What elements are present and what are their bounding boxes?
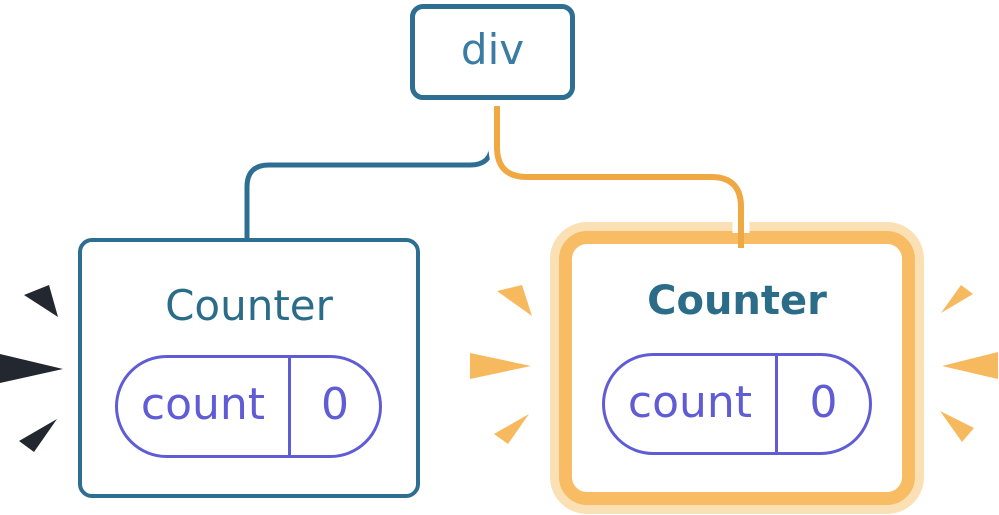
state-key-label: count bbox=[140, 379, 266, 430]
spark-icon bbox=[0, 354, 63, 383]
spark-icon bbox=[24, 285, 58, 317]
edge-root-to-right-counter-casing bbox=[488, 106, 750, 233]
spark-burst-right-counter-right bbox=[940, 285, 998, 442]
spark-icon bbox=[470, 353, 531, 379]
state-value-label: 0 bbox=[321, 379, 349, 430]
root-node-div: div bbox=[410, 4, 575, 100]
counter-node-left: Counter count 0 bbox=[78, 238, 420, 498]
spark-icon bbox=[497, 285, 532, 316]
spark-icon bbox=[940, 411, 974, 442]
spark-burst-right-counter-left bbox=[470, 285, 532, 444]
state-pill: count 0 bbox=[602, 353, 872, 455]
counter-title: Counter bbox=[165, 281, 333, 330]
counter-node-right-highlighted: Counter count 0 bbox=[559, 231, 915, 505]
edge-root-to-left-counter bbox=[244, 110, 495, 241]
state-pill: count 0 bbox=[115, 355, 382, 458]
state-key-cell: count bbox=[118, 358, 291, 455]
spark-icon bbox=[941, 285, 973, 313]
spark-icon bbox=[942, 352, 998, 379]
spark-burst-left-counter bbox=[0, 285, 63, 452]
edge-root-to-right-counter bbox=[494, 106, 744, 248]
spark-icon bbox=[19, 419, 57, 452]
counter-title: Counter bbox=[647, 278, 827, 324]
state-value-label: 0 bbox=[809, 376, 838, 428]
spark-icon bbox=[494, 414, 529, 444]
state-key-cell: count bbox=[605, 356, 778, 452]
state-value-cell: 0 bbox=[291, 358, 379, 455]
state-value-cell: 0 bbox=[778, 356, 869, 452]
state-key-label: count bbox=[627, 376, 753, 428]
root-node-label: div bbox=[460, 25, 525, 74]
